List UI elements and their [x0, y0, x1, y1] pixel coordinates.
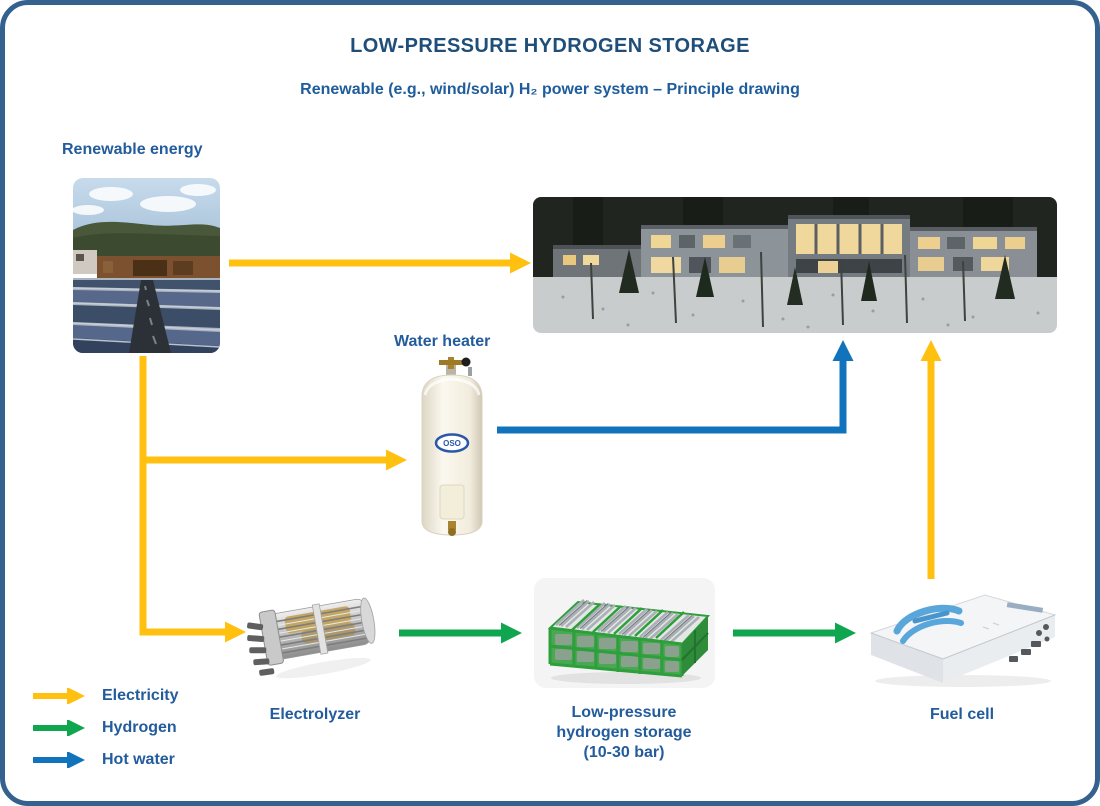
solar-roof	[73, 278, 220, 353]
legend-electricity-label: Electricity	[102, 687, 179, 704]
electricity-arrow-solar-to-electrolyzer	[139, 356, 246, 643]
renewable-energy-image	[73, 178, 220, 353]
hydrogen-storage-image	[534, 578, 715, 688]
legend-hot-water-label: Hot water	[102, 751, 175, 768]
fuel-cell-image	[863, 583, 1061, 689]
legend: Electricity Hydrogen Hot water	[33, 683, 178, 779]
hydrogen-storage-label: Low-pressure hydrogen storage (10-30 bar…	[556, 704, 692, 761]
house-image	[533, 197, 1057, 333]
cylinder-cage	[547, 599, 711, 684]
legend-hydrogen-label: Hydrogen	[102, 719, 177, 736]
access-panel	[439, 484, 465, 520]
electrolyzer-label: Electrolyzer	[269, 706, 361, 723]
water-heater-label: Water heater	[394, 333, 491, 350]
stack-cylinder	[247, 597, 376, 679]
legend-item-electricity: Electricity	[33, 683, 178, 709]
drain-valve	[448, 521, 456, 536]
swoosh-logo	[893, 604, 964, 644]
top-dividers	[571, 603, 685, 639]
hot-water-arrow-heater-to-house	[497, 340, 854, 434]
center-clamp	[311, 603, 329, 655]
renewable-energy-label: Renewable energy	[62, 141, 203, 158]
svg-text:OSO: OSO	[443, 439, 461, 448]
top-valve	[439, 357, 472, 377]
fuel-cell-label: Fuel cell	[929, 706, 995, 723]
nameplate	[1006, 602, 1044, 613]
water-heater-image: OSO	[408, 355, 496, 545]
building-band	[73, 250, 220, 280]
tank-body	[421, 374, 483, 536]
page-title: LOW-PRESSURE HYDROGEN STORAGE	[350, 35, 750, 57]
connectors	[1009, 624, 1050, 662]
page-subtitle: Renewable (e.g., wind/solar) H₂ power sy…	[300, 81, 800, 98]
electrolyzer-image	[245, 577, 385, 687]
hydrogen-legend-arrow-icon	[33, 720, 85, 736]
clouds	[73, 184, 216, 215]
legend-item-hydrogen: Hydrogen	[33, 715, 178, 741]
building	[553, 215, 1037, 277]
electricity-legend-arrow-icon	[33, 688, 85, 704]
bolt-studs	[247, 622, 275, 676]
fuel-cell-box	[869, 594, 1057, 683]
hot-water-legend-arrow-icon	[33, 752, 85, 768]
legend-item-hot-water: Hot water	[33, 747, 178, 773]
roof-walkway	[129, 280, 171, 353]
oso-logo: OSO	[434, 433, 470, 453]
trees	[590, 249, 1015, 328]
